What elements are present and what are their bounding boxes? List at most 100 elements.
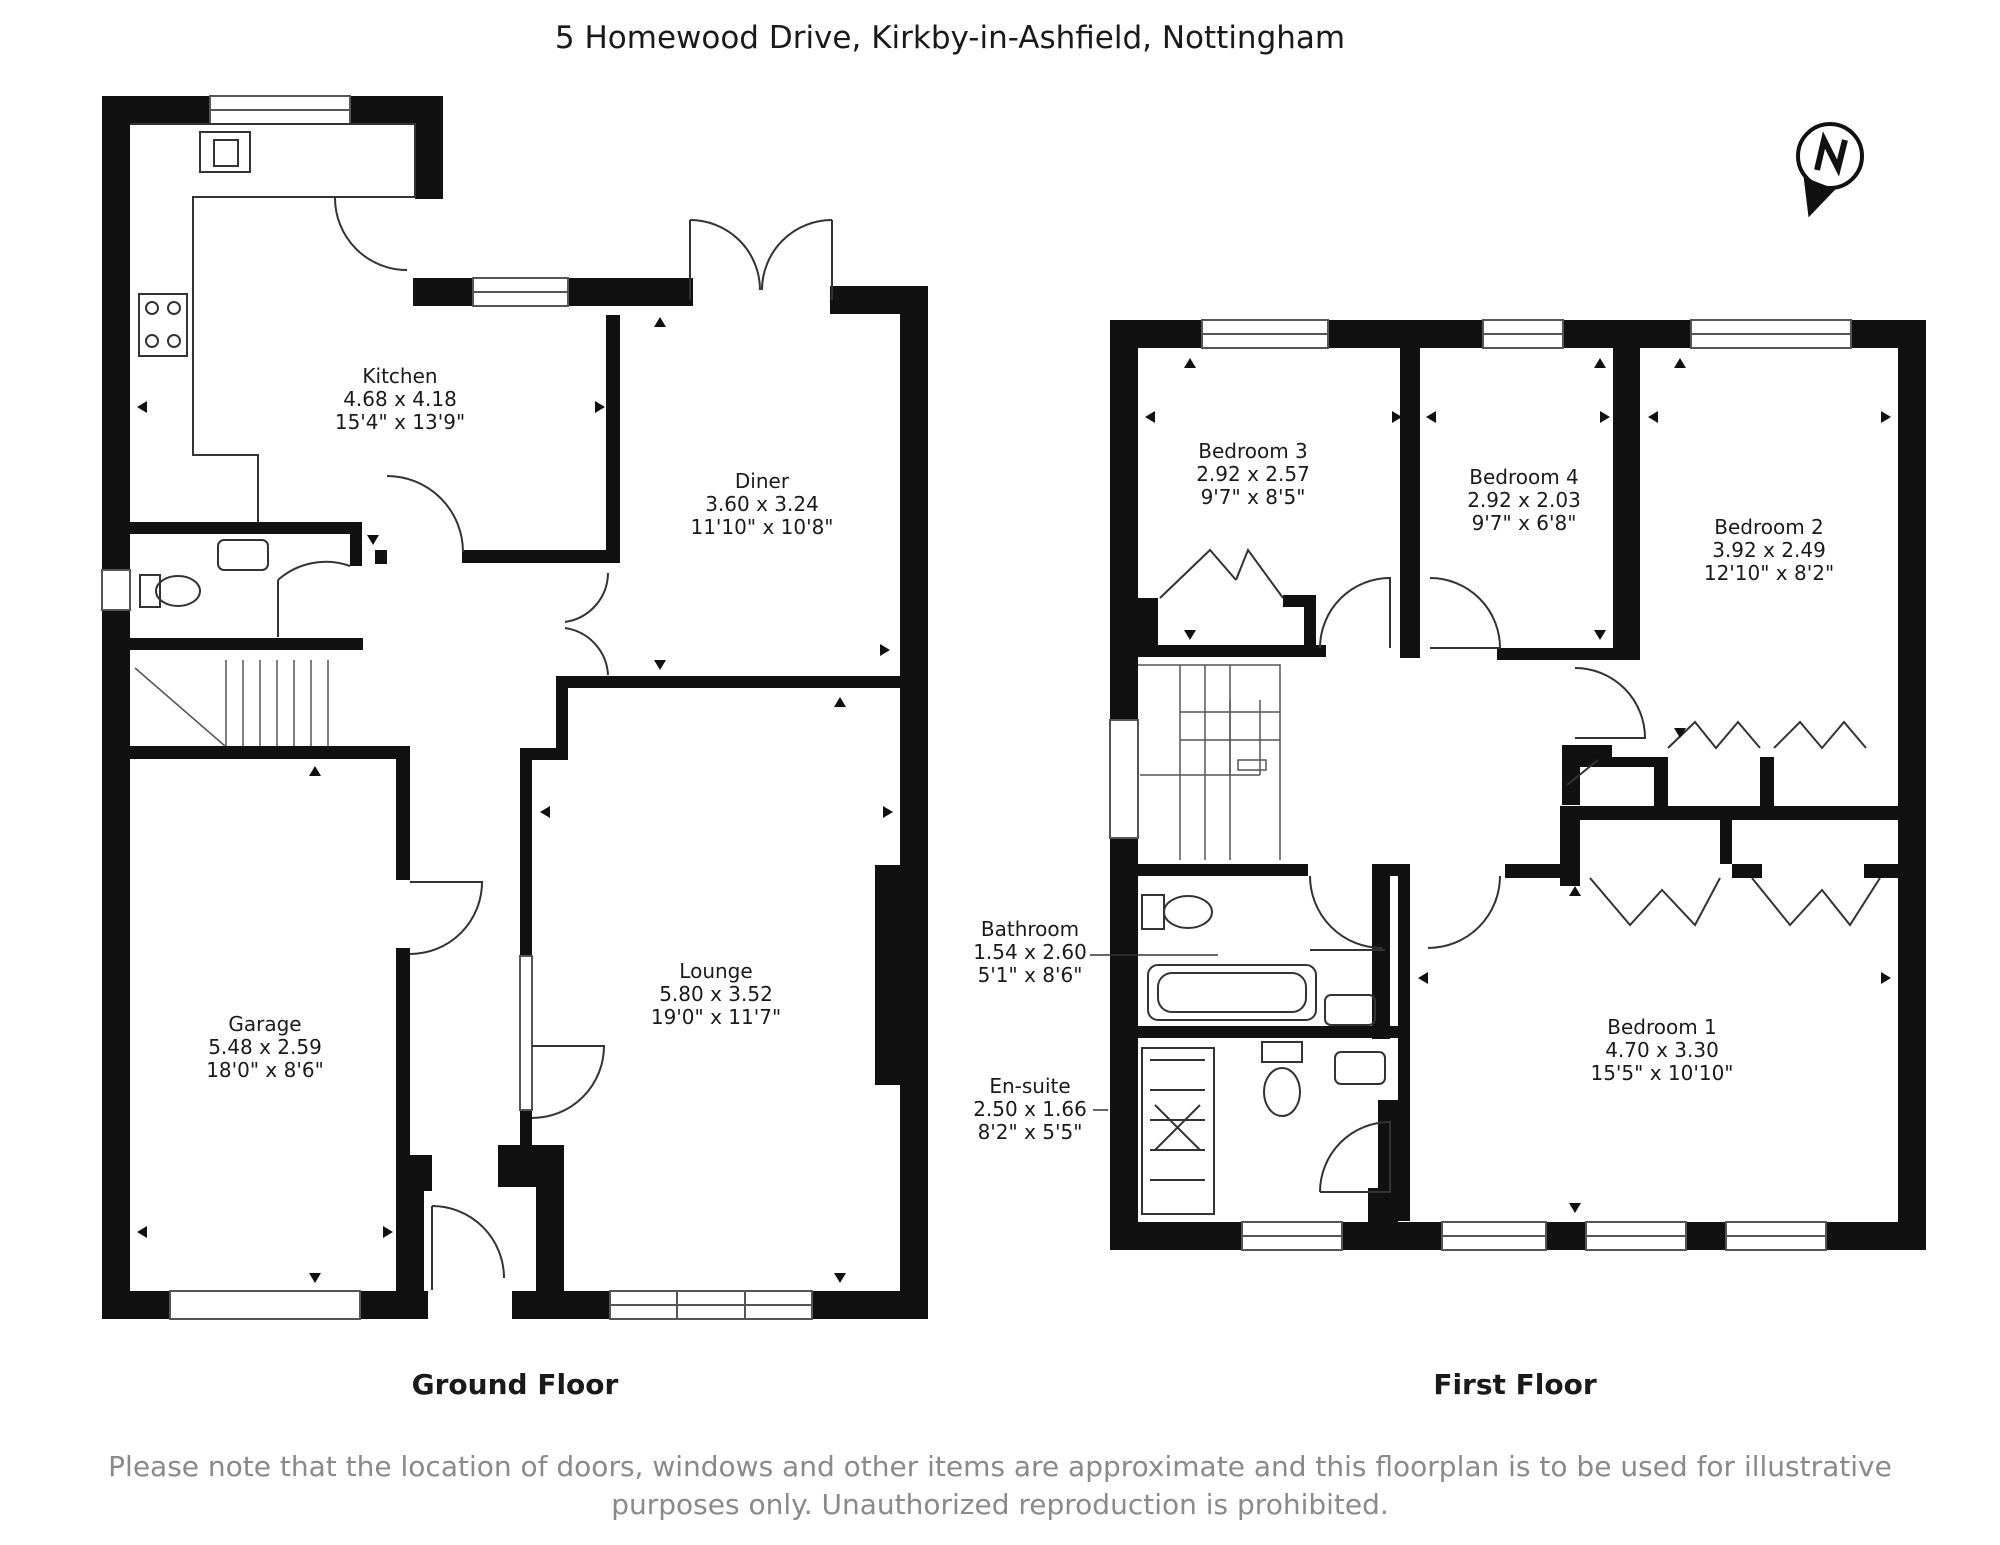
wall <box>1138 864 1308 876</box>
wall <box>556 676 568 760</box>
wall <box>1898 320 1926 1250</box>
window <box>519 955 533 1111</box>
dimension-markers <box>1145 358 1891 1213</box>
wall <box>462 550 620 563</box>
bathroom-fittings <box>1141 894 1385 1026</box>
ground-floor-plan <box>102 96 928 1319</box>
dimension-markers <box>137 317 893 1283</box>
sink-icon <box>199 131 251 173</box>
wall <box>1110 1222 1242 1250</box>
wall <box>1400 348 1420 658</box>
wall <box>1110 320 1202 348</box>
wall <box>520 1110 532 1145</box>
wall <box>413 278 473 306</box>
first-floor-stairs <box>1138 664 1281 860</box>
wall <box>1686 1222 1726 1250</box>
toilet-icon <box>1261 1041 1303 1063</box>
wall <box>1563 320 1691 348</box>
ensuite-fittings <box>1141 1041 1386 1215</box>
first-floor-windows <box>1109 319 1852 1251</box>
wall <box>130 746 410 759</box>
ground-floor-stairs <box>134 660 329 747</box>
wall <box>900 286 928 1319</box>
wall <box>1328 320 1483 348</box>
label-leaders <box>1090 954 1218 1111</box>
wall <box>396 1190 424 1319</box>
wall <box>350 522 362 566</box>
floor-label-first: First Floor <box>1433 1368 1597 1401</box>
wall <box>1497 648 1625 660</box>
basin-icon <box>217 539 269 571</box>
garage-door <box>169 1290 361 1320</box>
wall <box>102 96 210 124</box>
wall <box>1390 864 1410 876</box>
wall <box>1654 757 1668 813</box>
floor-label-ground: Ground Floor <box>411 1368 619 1401</box>
wall <box>396 1155 432 1191</box>
wall <box>1562 757 1662 767</box>
page-title: 5 Homewood Drive, Kirkby-in-Ashfield, No… <box>554 20 1346 56</box>
kitchen-units <box>130 123 416 522</box>
wall <box>1138 1026 1398 1038</box>
wall <box>568 278 683 306</box>
wall <box>396 746 410 880</box>
wall <box>1562 745 1612 757</box>
wall <box>1826 1222 1926 1250</box>
wall <box>1864 864 1898 878</box>
wall <box>1732 864 1762 878</box>
toilet-icon <box>1141 894 1165 930</box>
wall <box>1342 1222 1442 1250</box>
wall <box>1570 806 1898 820</box>
wall <box>1304 595 1316 657</box>
wall <box>830 286 928 314</box>
ground-floor-windows <box>101 95 813 1320</box>
first-floor-plan <box>1110 320 1926 1250</box>
wall <box>875 865 900 1085</box>
wall <box>1546 1222 1586 1250</box>
wall <box>536 1145 564 1319</box>
shower-icon <box>1141 1047 1215 1215</box>
basin-icon <box>1324 994 1376 1026</box>
wall <box>1368 1188 1398 1222</box>
wall <box>130 522 360 534</box>
bath-icon <box>1147 964 1317 1021</box>
wall <box>606 315 620 563</box>
window <box>101 569 131 611</box>
cloakroom-fittings <box>139 539 269 608</box>
wall <box>1760 757 1774 813</box>
wall <box>1138 645 1326 657</box>
wall <box>415 96 443 199</box>
wall <box>1138 598 1158 648</box>
wall <box>130 638 363 650</box>
wall <box>102 1291 170 1319</box>
toilet-icon <box>139 574 161 608</box>
wall <box>1372 864 1390 1039</box>
ground-floor-doors <box>277 197 833 1290</box>
wall <box>1613 348 1628 660</box>
wall <box>683 278 693 306</box>
wall <box>1505 864 1580 878</box>
wall <box>396 948 410 1188</box>
wall <box>375 550 387 564</box>
wall <box>1628 348 1640 660</box>
first-floor-doors <box>1159 547 1881 1193</box>
wall <box>102 96 130 1319</box>
wall <box>1398 876 1410 1221</box>
wall <box>520 748 532 956</box>
hob-icon <box>138 293 188 357</box>
north-arrow-icon <box>1796 122 1864 218</box>
disclaimer-text: Please note that the location of doors, … <box>108 1450 1892 1521</box>
basin-icon <box>1334 1051 1386 1085</box>
wall <box>556 676 900 688</box>
